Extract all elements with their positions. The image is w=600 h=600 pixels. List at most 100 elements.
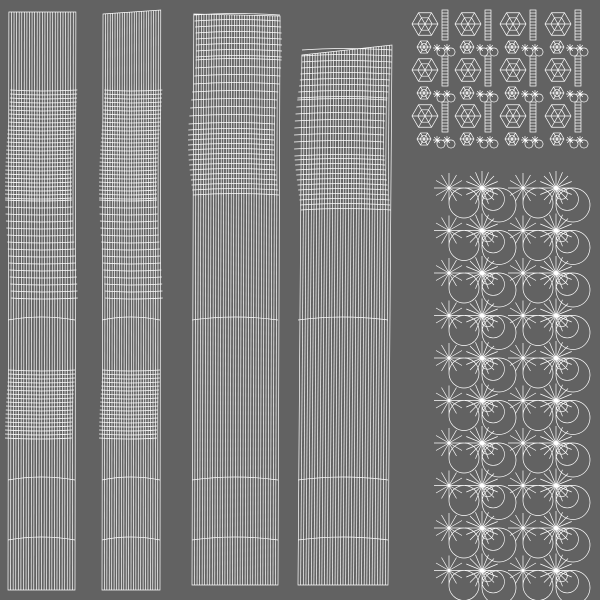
strip-loop [5,165,73,168]
web-disc [465,383,517,435]
strip-loop [103,269,162,272]
strip-edge [361,47,366,586]
strip-loop [102,113,161,116]
strip-loop [5,213,73,216]
strip-loop [188,133,275,136]
strip-loop [99,177,158,180]
strip-loop [5,425,73,428]
strip-edge [20,11,23,591]
strip-edge [216,14,220,586]
strip-edge [125,12,128,591]
small-hex [416,40,432,54]
web-disc [465,171,517,223]
strip-edge [232,14,235,586]
strip-edge [10,11,12,591]
strip-loop [7,125,75,128]
web-disc [465,341,517,393]
strip-loop [8,373,76,376]
strip-edge [222,14,225,586]
tiny-disc [433,90,446,103]
strip-loop [5,199,73,202]
strip-loop [195,58,282,61]
spoke-disc [508,343,554,389]
strip-loop [294,154,385,157]
strip-loop [102,373,161,376]
strip-loop [299,198,390,201]
strip-loop [7,137,75,140]
strip-edge [340,50,345,586]
spoke-disc [508,555,554,600]
strip-loop [103,276,162,279]
spoke-disc [508,300,554,346]
strip-edge [374,46,380,586]
strip-loop [99,161,158,164]
strip-edge [334,50,340,586]
uv-strip-2 [98,9,163,591]
strip-loop [294,126,385,129]
strip-loop [8,117,76,120]
web-disc [539,171,591,223]
strip-loop [5,409,73,412]
strip-loop [99,413,158,416]
strip-loop [102,117,161,120]
strip-edge [201,14,205,586]
strip-edge [252,15,256,586]
strip-loop [300,203,391,206]
strip-loop [190,178,277,181]
strip-loop [101,536,161,541]
strip-loop [99,157,158,160]
strip-loop [298,188,389,191]
strip-edge [249,15,253,586]
strip-loop [7,536,76,541]
strip-edge [69,11,72,591]
strip-loop [297,183,388,186]
hex-cap [544,12,572,36]
strip-loop [100,145,159,148]
strip-edge [227,14,230,586]
strip-loop [100,397,159,400]
strip-loop [99,181,158,184]
strip-loop [295,168,386,171]
strip-edge [51,11,54,591]
strip-edge [38,11,41,591]
strip-edge [310,53,316,586]
strip-edge [28,11,30,591]
strip-loop [5,206,73,209]
strip-edge [247,15,250,586]
strip-edge [300,54,305,586]
strip-loop [101,125,160,128]
strip-loop [298,90,389,93]
strip-loop [10,89,78,92]
web-disc [539,426,591,478]
strip-loop [195,31,282,34]
strip-loop [99,409,158,412]
strip-loop [99,417,158,420]
strip-edge [17,11,20,591]
strip-loop [194,19,281,22]
strip-loop [190,106,277,109]
strip-loop [99,199,158,202]
small-hex [416,132,432,146]
strip-loop [5,429,73,432]
strip-loop [6,401,74,404]
strip-loop [294,158,385,161]
tiny-disc [576,136,589,149]
strip-edge [267,15,271,586]
strip-edge [366,47,372,586]
strip-edge [149,10,152,591]
strip-loop [189,168,276,171]
strip-loop [195,49,282,52]
hex-cap [544,58,572,82]
strip-loop [101,241,160,244]
strip-edge [128,12,130,591]
strip-edge [120,12,123,591]
ladder-strip [441,9,449,41]
strip-edge [308,53,313,586]
strip-loop [6,141,74,144]
strip-loop [293,140,385,143]
strip-loop [99,220,158,223]
tiny-disc [486,90,499,103]
strip-loop [5,181,73,184]
strip-loop [8,113,76,116]
